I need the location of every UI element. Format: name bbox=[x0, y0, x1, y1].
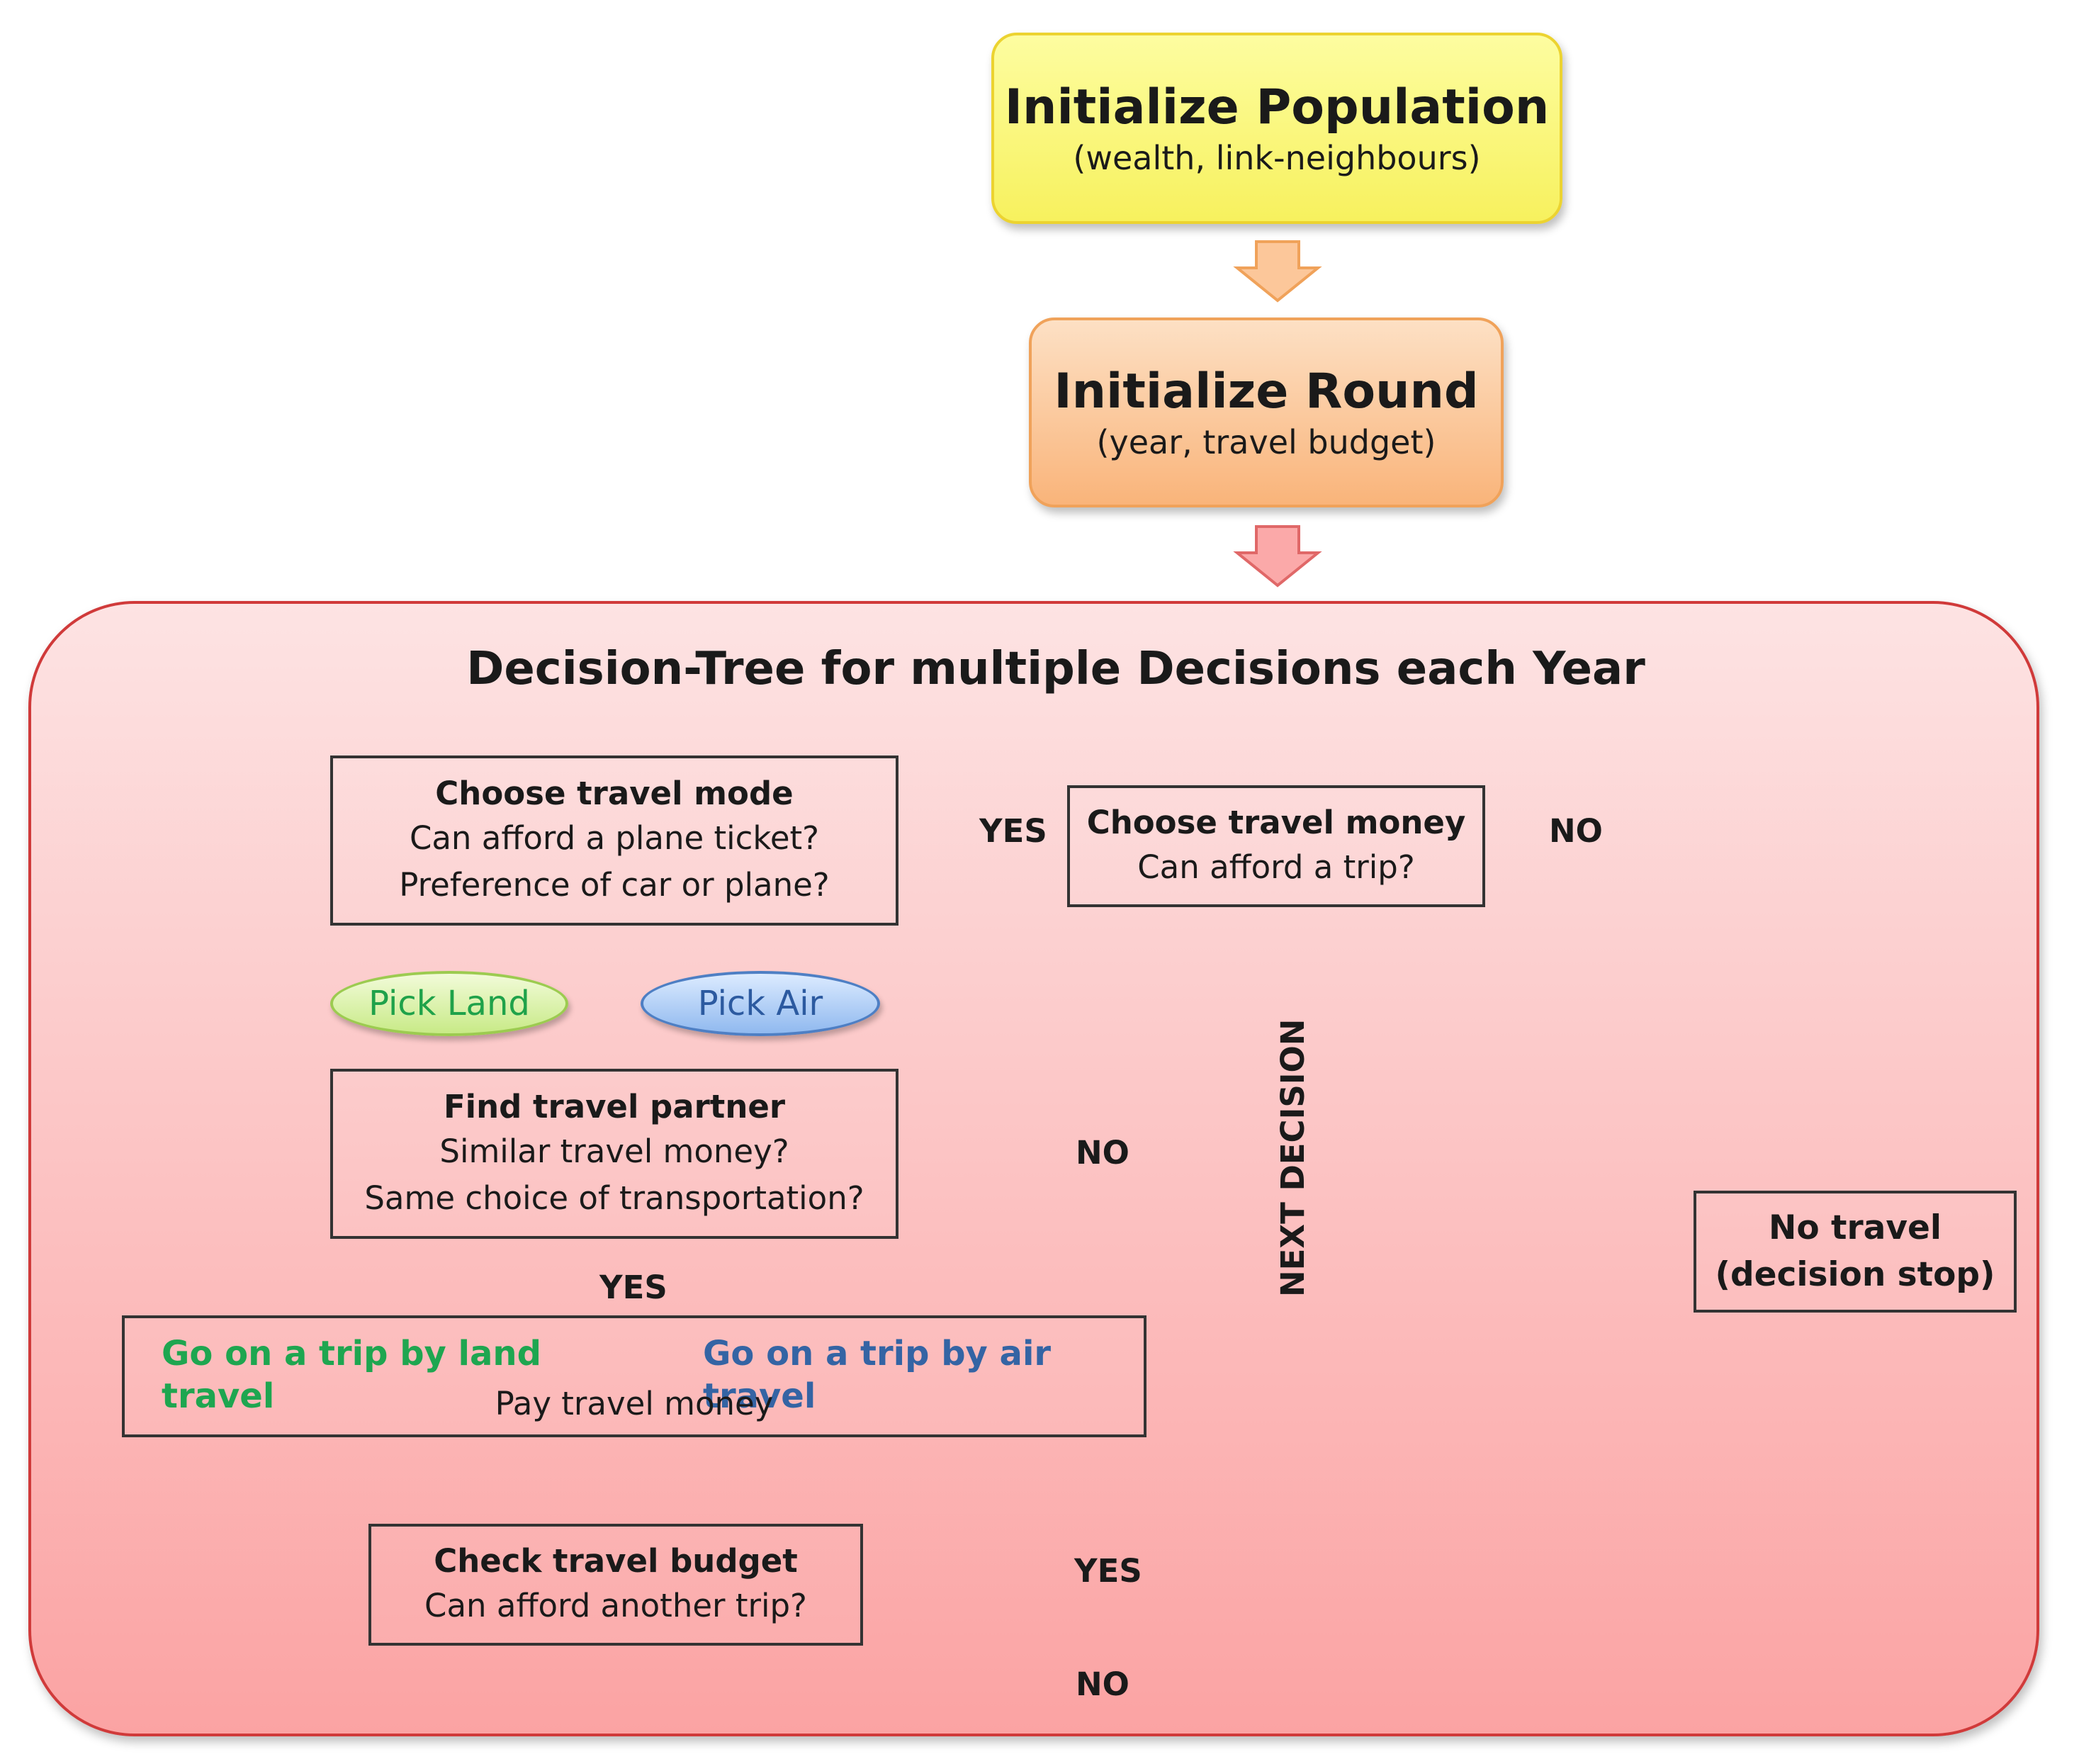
find-travel-partner-title: Find travel partner bbox=[443, 1088, 786, 1125]
go-trip-air-label: Go on a trip by air travel bbox=[703, 1334, 1052, 1416]
choose-travel-money-title: Choose travel money bbox=[1086, 804, 1466, 841]
initialize-population-box: Initialize Population (wealth, link-neig… bbox=[991, 33, 1562, 224]
yes-label-travel-mode: YES bbox=[979, 812, 1047, 850]
initialize-population-subtitle: (wealth, link-neighbours) bbox=[1073, 139, 1481, 177]
check-travel-budget-question: Can afford another trip? bbox=[424, 1587, 807, 1624]
choose-travel-mode-box: Choose travel mode Can afford a plane ti… bbox=[330, 755, 898, 926]
choose-travel-mode-title: Choose travel mode bbox=[435, 775, 794, 812]
choose-travel-mode-question-1: Can afford a plane ticket? bbox=[409, 819, 820, 857]
choose-travel-money-box: Choose travel money Can afford a trip? bbox=[1067, 785, 1485, 907]
next-decision-label: NEXT DECISION bbox=[1274, 1018, 1312, 1297]
pay-travel-money-label: Pay travel money bbox=[495, 1385, 774, 1422]
no-label-travel-partner: NO bbox=[1076, 1134, 1129, 1172]
check-travel-budget-box: Check travel budget Can afford another t… bbox=[368, 1524, 863, 1646]
decision-tree-title: Decision-Tree for multiple Decisions eac… bbox=[466, 643, 1645, 695]
go-on-trip-box: Go on a trip by land travel Go on a trip… bbox=[122, 1315, 1146, 1437]
find-travel-partner-box: Find travel partner Similar travel money… bbox=[330, 1069, 898, 1239]
down-block-arrow-1 bbox=[1233, 240, 1322, 303]
no-travel-title: No travel bbox=[1769, 1208, 1942, 1247]
yes-label-travel-budget: YES bbox=[1074, 1552, 1142, 1590]
pick-land-label: Pick Land bbox=[368, 984, 530, 1023]
no-travel-subtitle: (decision stop) bbox=[1715, 1255, 1995, 1294]
find-travel-partner-question-2: Same choice of transportation? bbox=[364, 1179, 864, 1217]
down-block-arrow-2 bbox=[1233, 525, 1322, 588]
choose-travel-mode-question-2: Preference of car or plane? bbox=[399, 866, 830, 904]
pick-air-oval: Pick Air bbox=[641, 971, 880, 1036]
yes-label-travel-partner: YES bbox=[599, 1269, 667, 1306]
check-travel-budget-title: Check travel budget bbox=[434, 1542, 798, 1580]
choose-travel-money-question: Can afford a trip? bbox=[1137, 848, 1415, 886]
find-travel-partner-question-1: Similar travel money? bbox=[439, 1133, 789, 1170]
initialize-round-title: Initialize Round bbox=[1054, 364, 1479, 420]
initialize-population-title: Initialize Population bbox=[1004, 79, 1550, 135]
go-trip-land-label: Go on a trip by land travel bbox=[162, 1334, 541, 1416]
pick-land-oval: Pick Land bbox=[330, 971, 568, 1036]
no-travel-box: No travel (decision stop) bbox=[1694, 1191, 2017, 1313]
decision-tree-panel bbox=[28, 601, 2039, 1736]
no-label-travel-budget: NO bbox=[1076, 1665, 1129, 1703]
initialize-round-subtitle: (year, travel budget) bbox=[1096, 423, 1436, 461]
initialize-round-box: Initialize Round (year, travel budget) bbox=[1029, 318, 1504, 507]
no-label-travel-money: NO bbox=[1549, 812, 1603, 850]
pick-air-label: Pick Air bbox=[697, 984, 823, 1023]
